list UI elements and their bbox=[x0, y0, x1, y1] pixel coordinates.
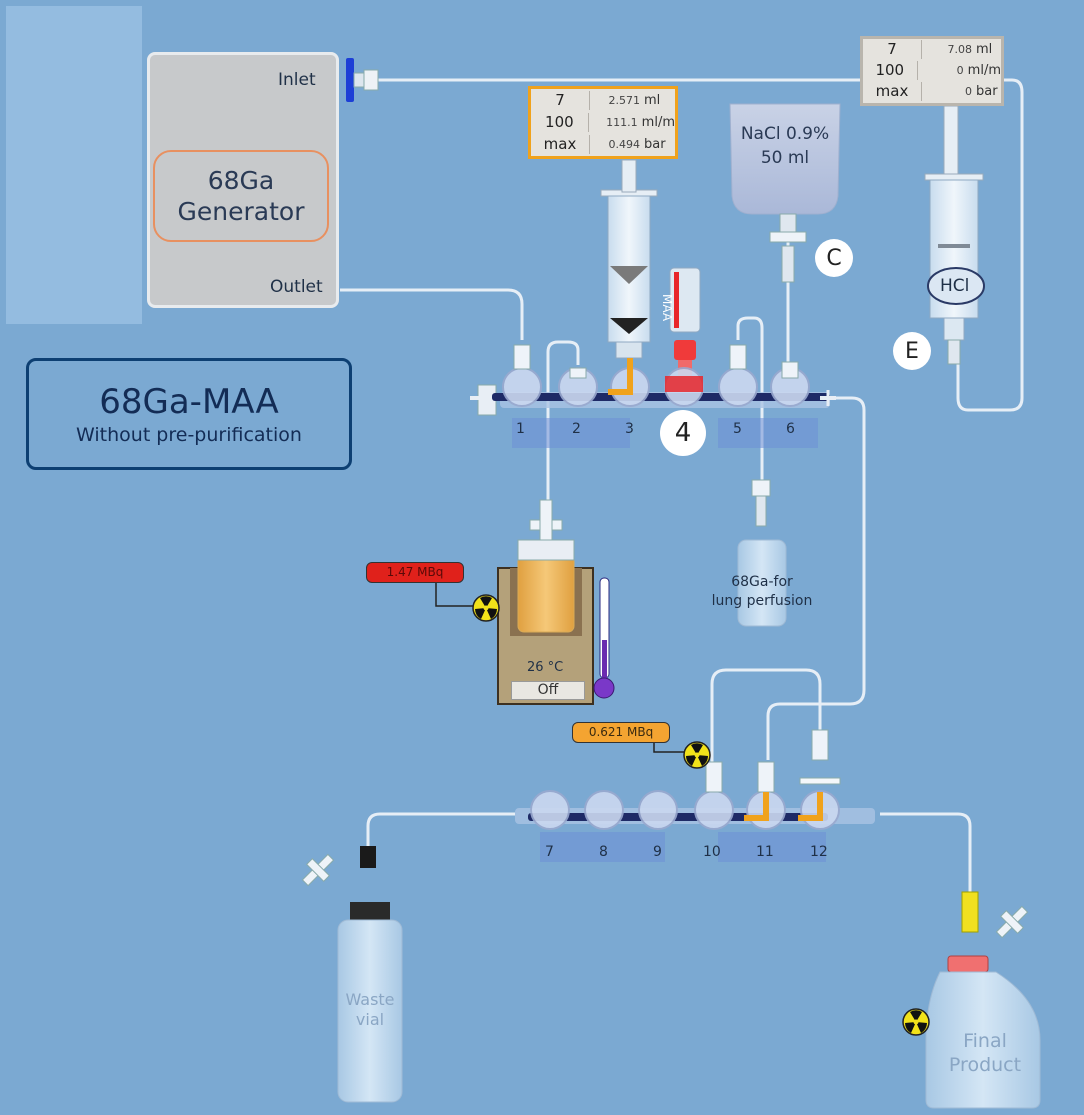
valve-label: 12 bbox=[810, 844, 828, 860]
radiation-icon-reactor bbox=[472, 594, 500, 622]
pump-left-cell: 100 bbox=[531, 113, 589, 132]
valve-label: 6 bbox=[786, 421, 795, 437]
pump-right-cell: ml bbox=[976, 42, 993, 57]
generator-panel-background bbox=[6, 6, 142, 324]
inlet-fitting bbox=[353, 72, 365, 88]
bottom-activity-badge: 0.621 MBq bbox=[572, 722, 670, 743]
inlet-label: Inlet bbox=[278, 70, 316, 90]
valve-label: 3 bbox=[625, 421, 634, 437]
final-vial-line2: Product bbox=[948, 1054, 1022, 1076]
lung-vial-line1: 68Ga-for bbox=[731, 574, 793, 590]
valve-label: 7 bbox=[545, 844, 554, 860]
lung-vial-line2: lung perfusion bbox=[711, 593, 813, 609]
valve-label: 5 bbox=[733, 421, 742, 437]
marker-c: C bbox=[815, 239, 853, 277]
maa-label: MAA bbox=[660, 294, 674, 322]
reactor-activity-badge: 1.47 MBq bbox=[366, 562, 464, 583]
nacl-bag bbox=[729, 103, 841, 283]
pump-right-cell: 0 bbox=[956, 64, 964, 77]
maa-syringe bbox=[669, 267, 701, 376]
nacl-bag-line1: NaCl 0.9% bbox=[740, 124, 830, 144]
pump-right-cell: 7.08 bbox=[947, 43, 973, 56]
generator-box[interactable] bbox=[147, 52, 339, 308]
valve-label: 10 bbox=[703, 844, 721, 860]
pump-right-cell: 100 bbox=[863, 61, 918, 80]
generator-label-box: 68Ga Generator bbox=[153, 150, 329, 242]
thermometer-icon bbox=[593, 577, 615, 699]
lung-perfusion-vial bbox=[737, 479, 787, 627]
radiation-icon-final bbox=[902, 1008, 930, 1036]
pump-left-cell: bar bbox=[644, 137, 666, 152]
hcl-label: HCl bbox=[940, 276, 970, 296]
pump-right-cell: 0 bbox=[965, 85, 972, 98]
waste-vial-line1: Waste bbox=[345, 990, 395, 1009]
pump-right-cell: bar bbox=[976, 84, 998, 99]
top-manifold bbox=[470, 344, 836, 448]
inlet-luer bbox=[363, 69, 379, 91]
pump-right-cell: 7 bbox=[863, 40, 922, 59]
valve-label: 2 bbox=[572, 421, 581, 437]
page-subtitle: Without pre-purification bbox=[76, 424, 302, 446]
pump-left-cell: 2.571 bbox=[608, 94, 641, 107]
pump-left-cell: max bbox=[531, 135, 590, 154]
waste-vial bbox=[301, 846, 403, 1103]
right-syringe[interactable] bbox=[924, 105, 984, 365]
bottom-activity-leader bbox=[653, 742, 688, 753]
pump-left-cell: 0.494 bbox=[608, 138, 641, 151]
valve-label: 9 bbox=[653, 844, 662, 860]
pump-right-cell: ml/m bbox=[967, 63, 1001, 78]
bottom-manifold bbox=[515, 729, 875, 862]
tubing bbox=[340, 78, 1024, 892]
pump-left-cell: 111.1 bbox=[606, 116, 638, 129]
valve-label: 1 bbox=[516, 421, 525, 437]
final-vial-line1: Final bbox=[963, 1030, 1007, 1052]
left-syringe[interactable] bbox=[600, 159, 658, 359]
generator-line2: Generator bbox=[177, 197, 305, 226]
valve-label: 8 bbox=[599, 844, 608, 860]
radiation-icon-bottom bbox=[683, 741, 711, 769]
hcl-reservoir bbox=[927, 267, 985, 305]
title-box: 68Ga-MAA Without pre-purification bbox=[26, 358, 352, 470]
heater-toggle-button[interactable]: Off bbox=[511, 681, 585, 700]
reactor-temperature: 26 °C bbox=[527, 660, 564, 675]
nacl-bag-line2: 50 ml bbox=[760, 148, 810, 168]
generator-line1: 68Ga bbox=[207, 166, 275, 195]
page-title: 68Ga-MAA bbox=[99, 382, 279, 422]
inlet-connector bbox=[346, 58, 354, 102]
marker-step-4: 4 bbox=[660, 410, 706, 456]
outlet-label: Outlet bbox=[270, 277, 323, 297]
valve-label: 11 bbox=[756, 844, 774, 860]
marker-e: E bbox=[893, 332, 931, 370]
pump-left-cell: ml bbox=[644, 93, 661, 108]
pump-left-cell: ml/m bbox=[641, 115, 675, 130]
waste-vial-line2: vial bbox=[355, 1010, 385, 1029]
pump-right-cell: max bbox=[863, 82, 922, 101]
reactor-activity-leader bbox=[435, 580, 476, 607]
pump-left-cell: 7 bbox=[531, 91, 590, 110]
